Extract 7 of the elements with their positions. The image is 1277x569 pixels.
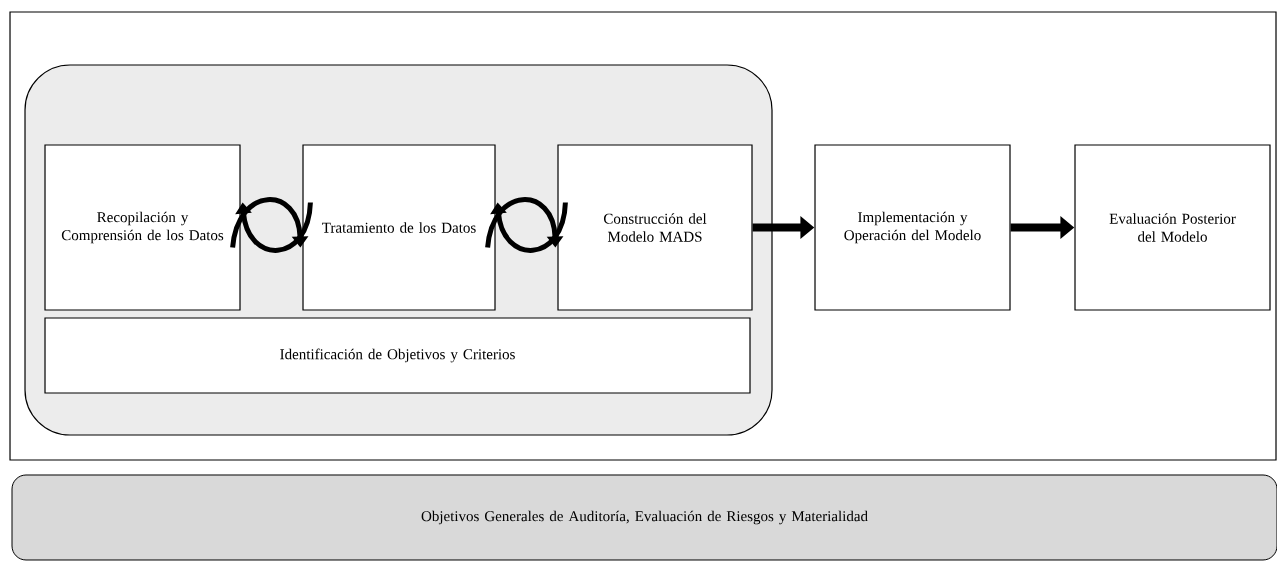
process-box: Tratamiento de los Datos <box>302 144 496 311</box>
process-box: Implementación y Operación del Modelo <box>814 144 1011 311</box>
banner-box: Objetivos Generales de Auditoría, Evaluación de Riesgos y Materialidad <box>11 474 1277 561</box>
process-box: Identificación de Objetivos y Criterios <box>44 317 751 394</box>
process-box: Recopilación y Comprensión de los Datos <box>44 144 241 311</box>
process-box: Evaluación Posterior del Modelo <box>1074 144 1271 311</box>
process-box: Construcción del Modelo MADS <box>557 144 753 311</box>
